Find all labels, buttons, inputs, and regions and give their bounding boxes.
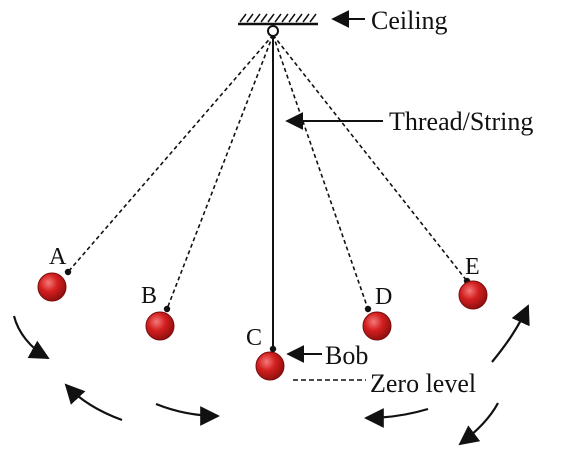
motion-arrow-1 [12,315,50,359]
bob-c [255,351,285,381]
bob-b [145,311,175,341]
ceiling-label: Ceiling [371,6,448,35]
bob-e [458,280,488,310]
motion-arrow-4 [364,407,429,428]
motion-arrow-3 [155,402,220,426]
ceiling [238,13,318,26]
position-label-a: A [49,244,67,270]
motion-arrow-2 [64,383,123,422]
pivot-icon [267,25,279,37]
position-label-d: D [375,284,392,310]
string-to-a [67,34,274,273]
pointer-arrows [285,10,383,363]
position-label-e: E [465,254,480,280]
string-to-b [166,34,274,310]
position-label-b: B [141,283,157,309]
zero-level-label: Zero level [370,369,476,398]
attachment-points [64,268,471,353]
motion-arrows [12,304,530,446]
dashed-strings [67,34,468,310]
bobs [37,272,488,381]
bob-label: Bob [325,341,368,370]
position-label-c: C [246,325,262,351]
bob-d [362,311,392,341]
motion-arrow-5 [491,304,530,363]
thread-label: Thread/String [389,107,533,136]
string-to-e [272,34,468,282]
bob-a [37,272,67,302]
string-to-d [272,34,369,310]
motion-arrow-6 [458,402,499,446]
